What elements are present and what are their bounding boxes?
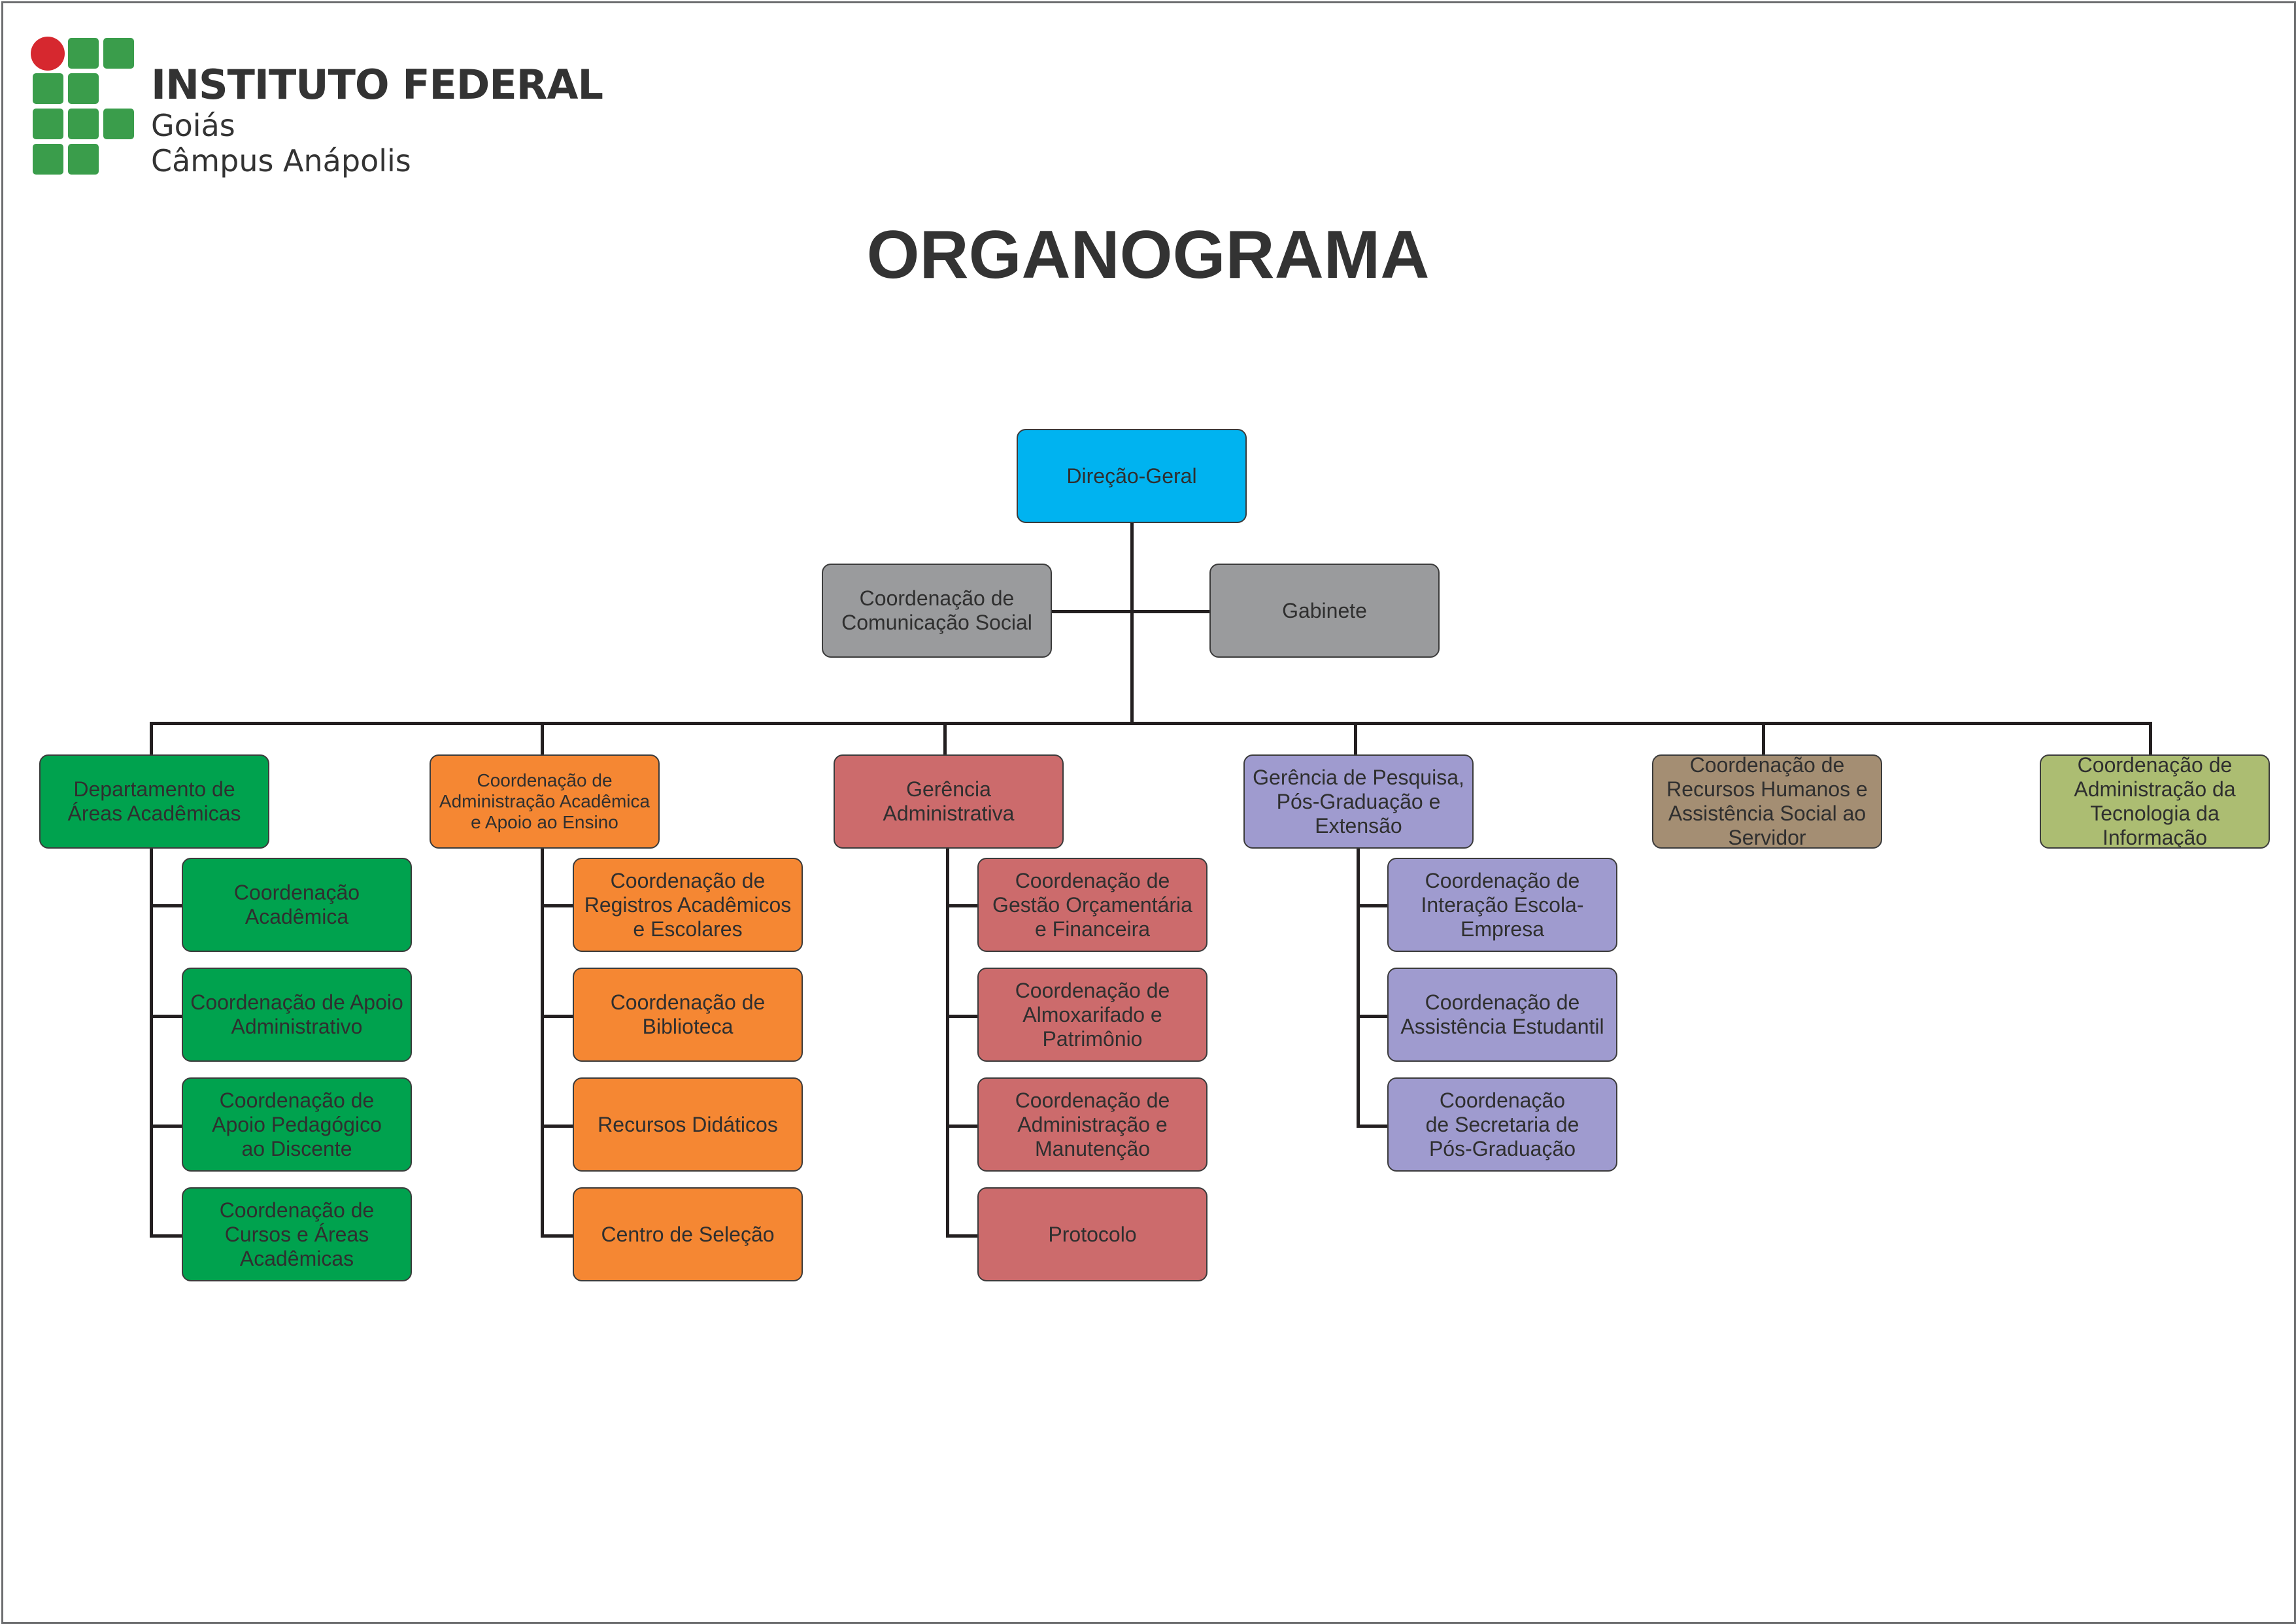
connector-line xyxy=(541,722,544,757)
logo-square xyxy=(103,109,134,139)
org-box-apoio-pedagogico: Coordenação de Apoio Pedagógico ao Disce… xyxy=(182,1077,412,1172)
institute-logo xyxy=(0,0,144,183)
org-box-interacao-escola-empresa: Coordenação de Interação Escola- Empresa xyxy=(1387,858,1617,952)
org-box-recursos-humanos: Coordenação de Recursos Humanos e Assist… xyxy=(1652,754,1882,849)
org-box-assistencia-estudantil: Coordenação de Assistência Estudantil xyxy=(1387,968,1617,1062)
logo-square xyxy=(33,144,63,175)
connector-line xyxy=(541,1015,575,1018)
connector-line xyxy=(150,722,2152,725)
logo-square xyxy=(68,38,99,69)
org-box-administracao-manutencao: Coordenação de Administração e Manutençã… xyxy=(977,1077,1207,1172)
org-box-centro-selecao: Centro de Seleção xyxy=(573,1187,803,1281)
connector-line xyxy=(1130,523,1134,724)
logo-square xyxy=(33,109,63,139)
connector-line xyxy=(541,1125,575,1128)
connector-line xyxy=(946,849,949,1237)
connector-line xyxy=(541,1234,575,1238)
org-box-registros-academicos: Coordenação de Registros Acadêmicos e Es… xyxy=(573,858,803,952)
connector-line xyxy=(1357,1125,1391,1128)
logo-square xyxy=(103,38,134,69)
connector-line xyxy=(1051,610,1211,613)
connector-line xyxy=(150,849,153,1237)
connector-line xyxy=(946,904,980,907)
logo-red-dot xyxy=(31,37,65,71)
logo-square xyxy=(68,109,99,139)
logo-state: Goiás xyxy=(151,108,235,143)
connector-line xyxy=(150,904,184,907)
logo-square xyxy=(68,73,99,104)
connector-line xyxy=(150,1125,184,1128)
connector-line xyxy=(946,1234,980,1238)
org-box-comunicacao-social: Coordenação de Comunicação Social xyxy=(822,564,1052,658)
connector-line xyxy=(1357,1015,1391,1018)
logo-title: INSTITUTO FEDERAL xyxy=(151,61,603,109)
connector-line xyxy=(541,849,544,1237)
org-box-direcao-geral: Direção-Geral xyxy=(1017,429,1247,523)
connector-line xyxy=(150,722,153,757)
org-box-cursos-areas: Coordenação de Cursos e Áreas Acadêmicas xyxy=(182,1187,412,1281)
org-box-gabinete: Gabinete xyxy=(1209,564,1440,658)
org-box-tecnologia-informacao: Coordenação de Administração da Tecnolog… xyxy=(2040,754,2270,849)
org-box-biblioteca: Coordenação de Biblioteca xyxy=(573,968,803,1062)
org-box-departamento-areas-academicas: Departamento de Áreas Acadêmicas xyxy=(39,754,269,849)
logo-square xyxy=(68,144,99,175)
org-box-administracao-academica: Coordenação de Administração Acadêmica e… xyxy=(430,754,660,849)
org-box-recursos-didaticos: Recursos Didáticos xyxy=(573,1077,803,1172)
org-box-gerencia-administrativa: Gerência Administrativa xyxy=(834,754,1064,849)
connector-line xyxy=(150,1015,184,1018)
logo-text: INSTITUTO FEDERAL Goiás Câmpus Anápolis xyxy=(151,61,603,179)
org-box-gestao-orcamentaria: Coordenação de Gestão Orçamentária e Fin… xyxy=(977,858,1207,952)
org-box-protocolo: Protocolo xyxy=(977,1187,1207,1281)
logo-campus: Câmpus Anápolis xyxy=(151,143,411,178)
org-box-apoio-administrativo: Coordenação de Apoio Administrativo xyxy=(182,968,412,1062)
connector-line xyxy=(943,722,947,757)
org-box-coordenacao-academica: Coordenação Acadêmica xyxy=(182,858,412,952)
connector-line xyxy=(1762,722,1765,757)
connector-line xyxy=(150,1234,184,1238)
page-title: ORGANOGRAMA xyxy=(866,217,1430,293)
connector-line xyxy=(946,1015,980,1018)
connector-line xyxy=(2149,722,2152,757)
org-box-almoxarifado: Coordenação de Almoxarifado e Patrimônio xyxy=(977,968,1207,1062)
connector-line xyxy=(541,904,575,907)
connector-line xyxy=(946,1125,980,1128)
connector-line xyxy=(1357,904,1391,907)
org-box-secretaria-pos-graduacao: Coordenação de Secretaria de Pós-Graduaç… xyxy=(1387,1077,1617,1172)
org-box-gerencia-pesquisa: Gerência de Pesquisa, Pós-Graduação e Ex… xyxy=(1243,754,1474,849)
connector-line xyxy=(1357,849,1360,1128)
logo-square xyxy=(33,73,63,104)
connector-line xyxy=(1354,722,1357,757)
